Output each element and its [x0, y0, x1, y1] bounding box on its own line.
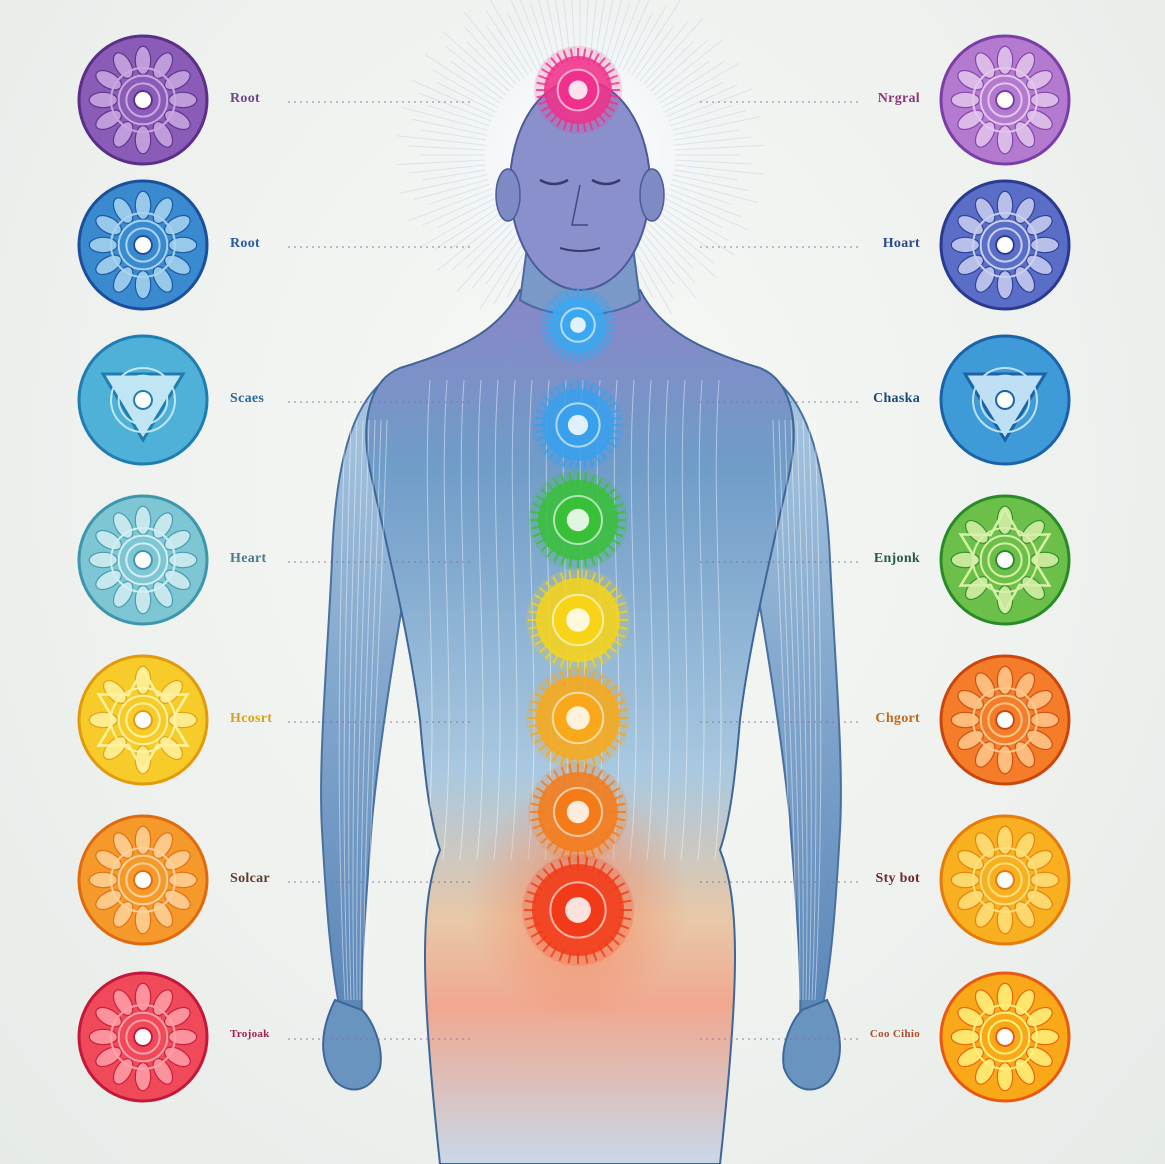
throat-triangle-icon: [79, 336, 207, 464]
third-eye-mandala-icon: [79, 181, 207, 309]
right-chakra-label: Nrgral: [878, 91, 920, 107]
right-chakra-label: Chgort: [875, 711, 920, 727]
body-chakra-throat-upper: [540, 287, 616, 363]
root-sun-icon: [941, 973, 1069, 1101]
left-ear: [496, 169, 520, 221]
body-chakra-root: [522, 854, 634, 966]
right-ear: [640, 169, 664, 221]
body-chakra-sacral: [528, 762, 628, 862]
left-chakra-label: Trojoak: [230, 1028, 270, 1040]
body-chakra-throat: [532, 379, 624, 471]
crown-lotus-icon: [79, 36, 207, 164]
left-chakra-label: Root: [230, 91, 260, 107]
left-chakra-label: Heart: [230, 551, 266, 567]
body-chakra-sacral-upper: [526, 666, 630, 770]
solar-mandala-icon: [941, 656, 1069, 784]
heart-lotus-icon: [79, 496, 207, 624]
right-chakra-label: Sty bot: [876, 871, 921, 887]
right-chakra-symbols: [941, 36, 1069, 1101]
left-chakra-label: Scaes: [230, 391, 264, 407]
left-chakra-label: Root: [230, 236, 260, 252]
third-eye-lotus-icon: [941, 181, 1069, 309]
body-chakra-heart: [528, 470, 628, 570]
throat-triangle-icon: [941, 336, 1069, 464]
right-chakra-label: Hoart: [883, 236, 920, 252]
heart-star-icon: [941, 496, 1069, 624]
solar-star-icon: [79, 656, 207, 784]
left-chakra-label: Hcosrt: [230, 711, 272, 727]
body-chakra-crown: [534, 46, 622, 134]
left-hand: [323, 1000, 381, 1090]
sacral-lotus-icon: [941, 816, 1069, 944]
crown-lotus-icon: [941, 36, 1069, 164]
right-chakra-label: Coo Cihio: [870, 1028, 920, 1040]
right-hand: [783, 1000, 840, 1090]
body-chakra-solar-plexus: [526, 568, 630, 672]
right-chakra-label: Enjonk: [874, 551, 920, 567]
left-chakra-label: Solcar: [230, 871, 270, 887]
root-lotus-icon: [79, 973, 207, 1101]
sacral-lotus-icon: [79, 816, 207, 944]
right-chakra-label: Chaska: [873, 391, 920, 407]
left-chakra-symbols: [79, 36, 207, 1101]
